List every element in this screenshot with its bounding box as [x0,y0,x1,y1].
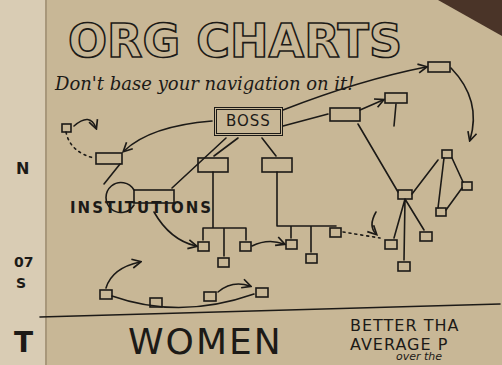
empty-box [100,290,112,299]
sketch-arrow [451,68,473,140]
divider-line [40,304,500,317]
empty-box [286,240,297,249]
sketch-title: ORG CHARTS [68,16,402,67]
empty-box [385,93,407,103]
page-fold [45,0,47,365]
empty-box [428,62,450,72]
empty-box [218,258,229,267]
table-corner [438,0,502,36]
sketch-ink [40,62,500,317]
dotted-line [66,132,94,158]
sketch-arrow [252,241,284,246]
sketch-arrow [218,284,250,292]
subtitle-note: Don't base your navigation on it! [55,74,355,94]
sketch-arrow [372,212,376,234]
empty-box [256,288,268,297]
empty-box [462,182,472,190]
sketch-arrow [124,121,212,151]
sketch-arrow [106,262,140,288]
sketch-arrow [74,119,96,128]
empty-box [306,254,317,263]
sketch-line [262,138,276,156]
heading-word: WOMEN [128,322,283,362]
page-fragment: N [16,160,29,178]
tree-branch [277,172,336,252]
sketch-curve [112,294,254,308]
sketch-line [214,138,238,156]
page-fragment: S [16,276,26,291]
boss-box: BOSS [214,107,283,136]
empty-box [62,124,71,132]
sketch-arrow [154,212,196,246]
empty-box [398,262,410,271]
empty-box [442,150,452,158]
empty-box [436,208,446,216]
sketch-line [172,138,226,188]
empty-box [96,153,122,164]
sketch-line [412,160,438,194]
sketch-line [104,164,120,184]
empty-box [262,158,292,172]
empty-box [330,108,360,121]
sketch-line [394,199,424,260]
page-fragment: T [14,328,33,359]
note-text: over the [396,351,442,363]
note-text: BETTER THA [350,317,459,335]
empty-box [198,242,209,251]
left-page [0,0,46,365]
sketch-arrow [360,100,383,110]
box-label: BOSS [226,113,271,130]
sketch-line [394,104,396,126]
empty-box [330,228,341,237]
empty-box [240,242,251,251]
sketch-line [283,114,328,126]
page-fragment: 07 [14,255,33,270]
sketch-triangle [438,158,463,210]
empty-box [398,190,412,199]
sketch-line [358,124,398,192]
empty-box [385,240,397,249]
empty-box [204,292,216,301]
cut-heading: INSTITUTIONS [70,200,213,217]
empty-box [420,232,432,241]
